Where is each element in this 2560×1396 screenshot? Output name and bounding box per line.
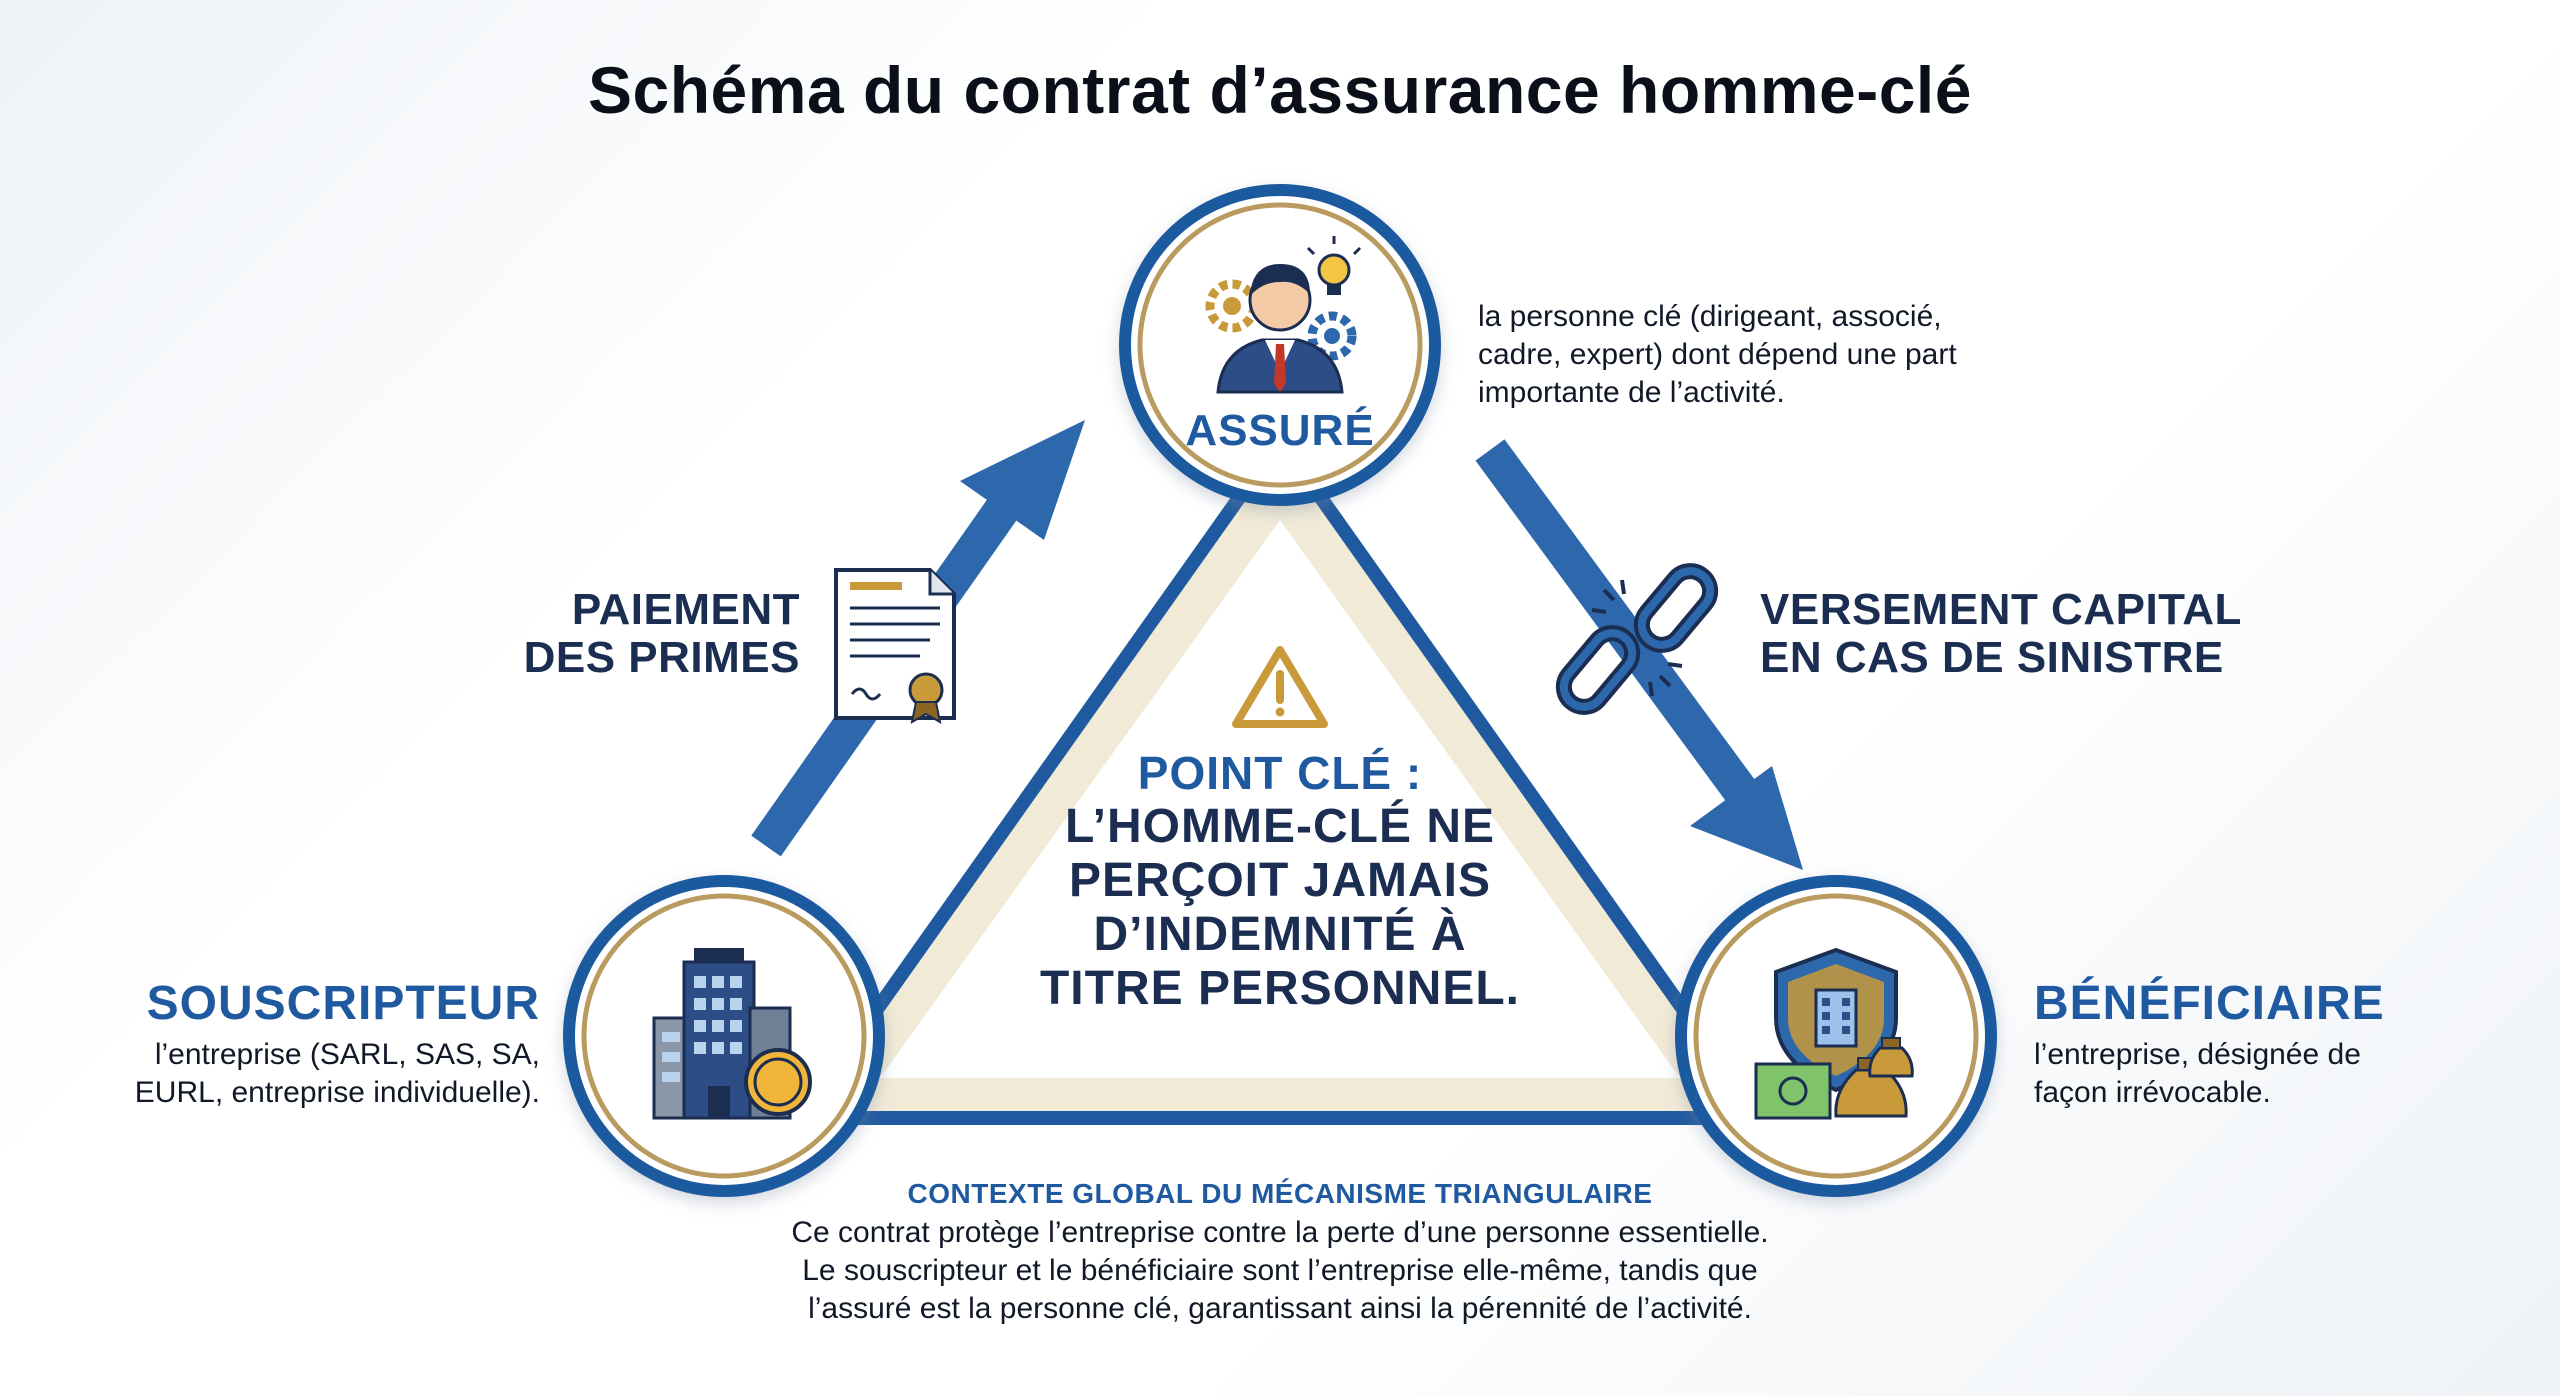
souscripteur-description-line: l’entreprise (SARL, SAS, SA, <box>154 1038 540 1071</box>
flow-paiement-primes-label: PAIEMENT DES PRIMES <box>420 586 800 682</box>
warning-triangle-icon <box>1232 646 1328 728</box>
context-line: Le souscripteur et le bénéficiaire sont … <box>802 1254 1758 1287</box>
contract-document-seal-icon <box>834 568 956 724</box>
assure-description-line: la personne clé (dirigeant, associé, <box>1478 300 1942 333</box>
center-message-line: TITRE PERSONNEL. <box>1039 962 1521 1015</box>
office-building-coin-icon <box>652 948 812 1120</box>
center-message-line: L’HOMME-CLÉ NE <box>1065 800 1495 853</box>
beneficiaire-label: BÉNÉFICIAIRE <box>2034 977 2385 1030</box>
context-title: CONTEXTE GLOBAL DU MÉCANISME TRIANGULAIR… <box>907 1178 1653 1209</box>
assure-description-line: importante de l’activité. <box>1478 376 1785 409</box>
flow-label-line: DES PRIMES <box>523 633 800 682</box>
beneficiaire-description-line: l’entreprise, désignée de <box>2034 1038 2361 1071</box>
context-body: Ce contrat protège l’entreprise contre l… <box>680 1214 1880 1328</box>
businessman-gears-lightbulb-icon <box>1205 236 1362 394</box>
assure-description: la personne clé (dirigeant, associé, cad… <box>1478 298 2038 412</box>
context-line: l’assuré est la personne clé, garantissa… <box>808 1292 1752 1325</box>
context-line: Ce contrat protège l’entreprise contre l… <box>791 1216 1769 1249</box>
triangle <box>793 433 1767 1125</box>
flow-label-line: EN CAS DE SINISTRE <box>1760 633 2224 682</box>
center-message: L’HOMME-CLÉ NE PERÇOIT JAMAIS D’INDEMNIT… <box>980 800 1580 1016</box>
beneficiaire-description-line: façon irrévocable. <box>2034 1076 2271 1109</box>
flow-label-line: PAIEMENT <box>571 585 800 634</box>
flow-label-line: VERSEMENT CAPITAL <box>1760 585 2242 634</box>
page-title: Schéma du contrat d’assurance homme-clé <box>588 53 1972 127</box>
souscripteur-description-line: EURL, entreprise individuelle). <box>134 1076 540 1109</box>
arrow-versement-capital <box>1475 439 1803 870</box>
center-heading: POINT CLÉ : <box>1137 747 1423 799</box>
souscripteur-label: SOUSCRIPTEUR <box>146 977 540 1030</box>
center-message-line: PERÇOIT JAMAIS <box>1068 854 1492 907</box>
assure-description-line: cadre, expert) dont dépend une part <box>1478 338 1957 371</box>
souscripteur-description: l’entreprise (SARL, SAS, SA, EURL, entre… <box>60 1036 540 1112</box>
shield-money-bags-icon <box>1754 947 1914 1120</box>
center-message-line: D’INDEMNITÉ À <box>1093 908 1467 961</box>
broken-chain-link-icon <box>1555 563 1719 715</box>
assure-label: ASSURÉ <box>1185 406 1375 455</box>
beneficiaire-description: l’entreprise, désignée de façon irrévoca… <box>2034 1036 2454 1112</box>
flow-versement-capital-label: VERSEMENT CAPITAL EN CAS DE SINISTRE <box>1760 586 2320 682</box>
